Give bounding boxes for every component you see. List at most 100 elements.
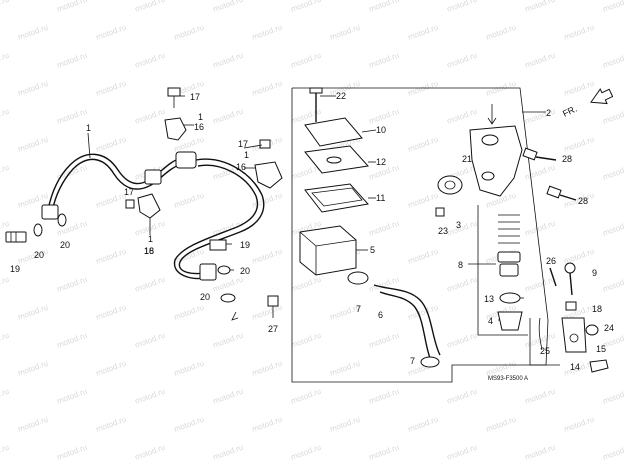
callout-27: 27 (268, 324, 278, 334)
watermark-text: motod.ru (173, 415, 206, 434)
watermark-text: motod.ru (563, 135, 596, 154)
watermark-text: motod.ru (134, 443, 167, 462)
watermark-text: motod.ru (173, 303, 206, 322)
watermark-text: motod.ru (446, 0, 479, 14)
callout-18: 18 (144, 246, 154, 256)
watermark-text: motod.ru (212, 331, 245, 350)
watermark-text: motod.ru (407, 135, 440, 154)
watermark-text: motod.ru (485, 415, 518, 434)
watermark-text: motod.ru (524, 387, 557, 406)
watermark-text: motod.ru (56, 163, 89, 182)
callout-8: 8 (458, 260, 463, 270)
watermark-text: motod.ru (485, 23, 518, 42)
watermark-text: motod.ru (95, 23, 128, 42)
watermark-text: motod.ru (212, 51, 245, 70)
callout-25: 25 (540, 346, 550, 356)
watermark-text: motod.ru (0, 387, 10, 406)
callout-22: 22 (336, 91, 346, 101)
callout-4: 4 (488, 316, 493, 326)
watermark-text: motod.ru (602, 163, 625, 182)
callout-16: 16 (144, 246, 154, 256)
watermark-text: motod.ru (524, 219, 557, 238)
watermark-text: motod.ru (56, 51, 89, 70)
watermark-text: motod.ru (17, 303, 50, 322)
watermark-text: motod.ru (0, 107, 10, 126)
callout-labels: 1 1 1 1 2 3 4 5 6 7 7 8 9 10 11 12 13 14… (10, 91, 614, 382)
watermark-text: motod.ru (602, 275, 625, 294)
leader-lines (87, 95, 546, 321)
watermark-text: motod.ru (0, 163, 10, 182)
callout-1: 1 (244, 150, 249, 160)
watermark-text: motod.ru (56, 443, 89, 462)
watermark-text: motod.ru (368, 0, 401, 14)
watermark-text: motod.ru (368, 387, 401, 406)
watermark-text: motod.ru (56, 275, 89, 294)
watermark-text: motod.ru (446, 275, 479, 294)
watermark-text: motod.ru (446, 387, 479, 406)
callout-15: 15 (596, 344, 606, 354)
watermark-text: motod.ru (563, 247, 596, 266)
watermark-text: motod.ru (95, 303, 128, 322)
watermark-text: motod.ru (329, 415, 362, 434)
watermark-text: motod.ru (0, 51, 10, 70)
watermark-text: motod.ru (95, 359, 128, 378)
watermark-text: motod.ru (368, 275, 401, 294)
banjo-bolt-left (5, 231, 27, 243)
watermark-text: motod.ru (407, 247, 440, 266)
callout-12: 12 (376, 157, 386, 167)
watermark-text: motod.ru (134, 275, 167, 294)
watermark-text: motod.ru (56, 107, 89, 126)
watermark-text: motod.ru (446, 107, 479, 126)
watermark-text: motod.ru (329, 23, 362, 42)
callout-16: 16 (236, 162, 246, 172)
watermark-text: motod.ru (290, 443, 323, 462)
callout-7: 7 (356, 304, 361, 314)
watermark-text: motod.ru (251, 23, 284, 42)
callout-11: 11 (376, 193, 385, 203)
callout-13: 13 (484, 294, 494, 304)
watermark-text: motod.ru (134, 387, 167, 406)
watermark-text: motod.ru (56, 331, 89, 350)
callout-17: 17 (124, 187, 134, 197)
watermark-text: motod.ru (173, 359, 206, 378)
watermark-text: motod.ru (446, 331, 479, 350)
watermark-text: motod.ru (524, 275, 557, 294)
watermark-text: motod.ru (602, 387, 625, 406)
watermark-text: motod.ru (0, 443, 10, 462)
callout-1: 1 (198, 112, 203, 122)
watermark-text: motod.ru (446, 443, 479, 462)
master-cylinder (435, 88, 614, 373)
watermark-text: motod.ru (251, 79, 284, 98)
watermark-text: motod.ru (407, 23, 440, 42)
bolt-17-upper (167, 87, 181, 108)
watermark-text: motod.ru (407, 303, 440, 322)
watermark-text: motod.ru (95, 79, 128, 98)
watermark-text: motod.ru (524, 163, 557, 182)
watermark-text: motod.ru (368, 51, 401, 70)
watermark-text: motod.ru (251, 415, 284, 434)
callout-19: 19 (240, 240, 250, 250)
watermark-text: motod.ru (290, 331, 323, 350)
watermark-text: motod.ru (251, 247, 284, 266)
watermark-text: motod.ru (563, 415, 596, 434)
callout-20: 20 (34, 250, 44, 260)
watermark-text: motod.ru (485, 359, 518, 378)
watermark-text: motod.ru (212, 387, 245, 406)
callout-28: 28 (562, 154, 572, 164)
watermark-text: motod.ru (368, 443, 401, 462)
watermark-text: motod.ru (212, 443, 245, 462)
watermark-text: motod.ru (212, 107, 245, 126)
watermark-text: motod.ru (0, 0, 10, 14)
watermark-text: motod.ru (524, 107, 557, 126)
watermark-text: motod.ru (17, 135, 50, 154)
watermark-text: motod.ru (368, 331, 401, 350)
watermark-text: motod.ru (524, 443, 557, 462)
callout-26: 26 (546, 256, 556, 266)
watermark-text: motod.ru (290, 387, 323, 406)
watermark-text: motod.ru (602, 443, 625, 462)
callout-16: 16 (194, 122, 204, 132)
watermark-text: motod.ru (524, 51, 557, 70)
watermark-text: motod.ru (173, 191, 206, 210)
watermark-text: motod.ru (407, 415, 440, 434)
